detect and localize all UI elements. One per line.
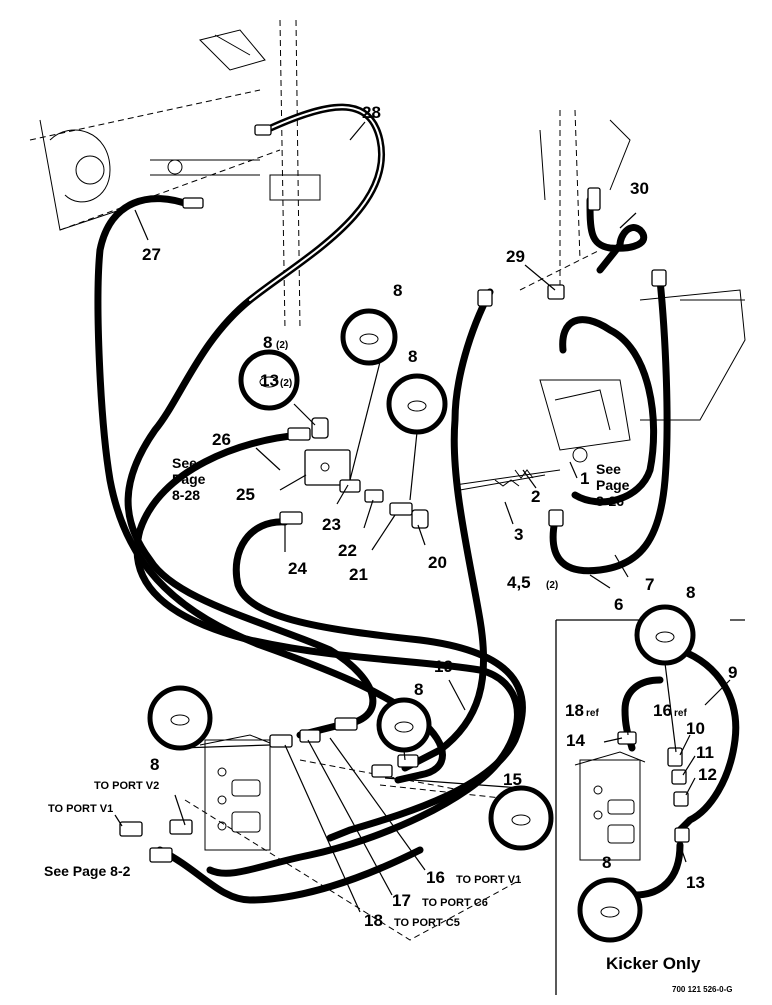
- see-page-8-2: See Page 8-2: [44, 863, 131, 879]
- callout-12: 12: [698, 765, 717, 784]
- callout-21: 21: [349, 565, 368, 584]
- callout-16-b-ref: ref: [674, 708, 687, 719]
- callout-27: 27: [142, 245, 161, 264]
- o-ring-circle-h: [577, 877, 643, 943]
- callout-3: 3: [514, 525, 523, 544]
- callout-2: 2: [531, 487, 540, 506]
- callout-labels: 1 2 3 4,5 (2) 6 7 8 8 (2) 8 8 8 8 8 9 10…: [142, 103, 737, 930]
- fittings: [119, 124, 690, 863]
- see-page-8-28-line2: Page: [172, 471, 206, 487]
- o-ring-circle-d: [147, 685, 213, 751]
- callout-15: 15: [503, 770, 522, 789]
- callout-22: 22: [338, 541, 357, 560]
- machine-frame-outline: [29, 19, 746, 941]
- callout-6: 6: [614, 595, 623, 614]
- callout-28: 28: [362, 103, 381, 122]
- callout-8-f: 8: [686, 583, 695, 602]
- see-page-8-26-line2: Page: [596, 477, 630, 493]
- o-ring-circle-a: [340, 308, 398, 366]
- callout-20: 20: [428, 553, 447, 572]
- callout-8-b: 8: [263, 333, 272, 352]
- callout-18-b-ref: ref: [586, 708, 599, 719]
- callout-16-a: 16: [426, 868, 445, 887]
- see-page-8-26-line1: See: [596, 461, 621, 477]
- callout-14: 14: [566, 731, 585, 750]
- reference-notes: See Page 8-28 See Page 8-26 See Page 8-2…: [44, 455, 630, 929]
- callout-26: 26: [212, 430, 231, 449]
- leader-lines: [114, 121, 731, 913]
- to-port-v1-label: TO PORT V1: [456, 874, 521, 886]
- see-page-8-26-line3: 8-26: [596, 493, 624, 509]
- callout-8-e: 8: [414, 680, 423, 699]
- o-ring-circle-g: [634, 604, 696, 666]
- o-ring-circle-b: [238, 349, 300, 411]
- callout-18-a: 18: [364, 911, 383, 930]
- to-port-v1-left-label: TO PORT V1: [48, 803, 113, 815]
- to-port-v2-label: TO PORT V2: [94, 780, 159, 792]
- callout-8-b-qty: (2): [276, 340, 288, 351]
- callout-30: 30: [630, 179, 649, 198]
- callout-13-b: 13: [686, 873, 705, 892]
- o-ring-detail-circles: [147, 308, 696, 943]
- callout-8-d: 8: [150, 755, 159, 774]
- callout-19: 19: [434, 657, 453, 676]
- callout-11: 11: [696, 743, 714, 762]
- to-port-c6-label: TO PORT C6: [422, 897, 488, 909]
- callout-17: 17: [392, 891, 411, 910]
- callout-8-g: 8: [602, 853, 611, 872]
- kicker-only-title: Kicker Only: [606, 954, 701, 973]
- callout-4-5: 4,5: [507, 573, 531, 592]
- hose-assemblies: [94, 103, 740, 904]
- callout-23: 23: [322, 515, 341, 534]
- callout-25: 25: [236, 485, 255, 504]
- callout-9: 9: [728, 663, 737, 682]
- callout-8-c: 8: [408, 347, 417, 366]
- callout-4-5-qty: (2): [546, 580, 558, 591]
- see-page-8-28-line3: 8-28: [172, 487, 200, 503]
- drawing-number: 700 121 526-0-G: [672, 985, 733, 994]
- callout-1: 1: [580, 469, 589, 488]
- o-ring-circle-f: [488, 785, 554, 851]
- o-ring-circle-c: [386, 373, 448, 435]
- callout-29: 29: [506, 247, 525, 266]
- see-page-8-28-line1: See: [172, 455, 197, 471]
- callout-18-b: 18: [565, 701, 584, 720]
- callout-24: 24: [288, 559, 307, 578]
- callout-13-a-qty: (2): [280, 378, 292, 389]
- callout-13-a: 13: [260, 371, 279, 390]
- callout-8-a: 8: [393, 281, 402, 300]
- kicker-inset-frame: [555, 619, 745, 995]
- callout-10: 10: [686, 719, 705, 738]
- to-port-c5-label: TO PORT C5: [394, 917, 460, 929]
- callout-7: 7: [645, 575, 654, 594]
- o-ring-circle-e: [376, 697, 432, 753]
- callout-16-b: 16: [653, 701, 672, 720]
